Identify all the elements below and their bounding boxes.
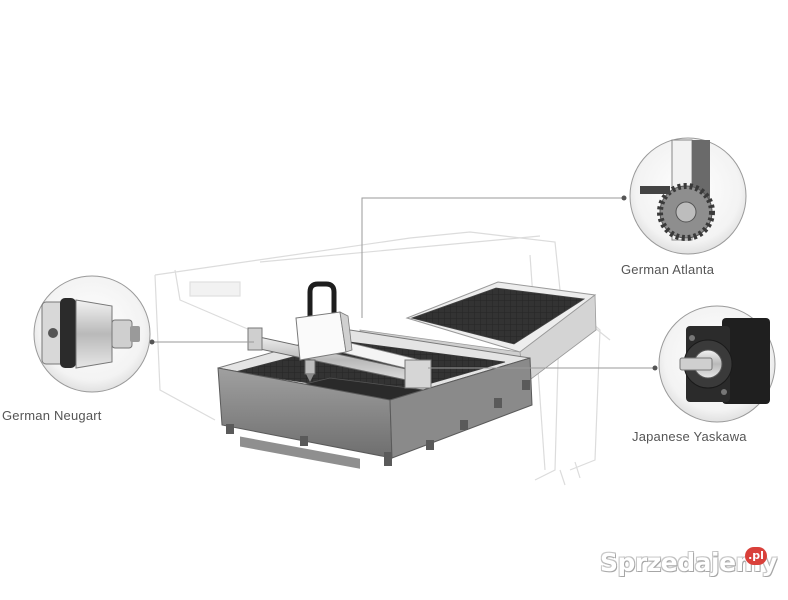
neugart-connector-dot [149,339,155,345]
neugart-gearbox-callout [33,275,151,393]
gantry-beam [247,327,432,389]
yaskawa-motor-callout [658,305,776,423]
atlanta-connector-dot [621,195,627,201]
atlanta-label: German Atlanta [621,262,715,277]
yaskawa-connector-dot [652,365,658,371]
yaskawa-label: Japanese Yaskawa [632,429,747,444]
laser-head [295,281,353,382]
watermark-badge: .pl [745,547,767,565]
leader-lines [152,197,655,369]
atlanta-rack-callout [629,137,747,255]
neugart-label: German Neugart [2,408,102,423]
